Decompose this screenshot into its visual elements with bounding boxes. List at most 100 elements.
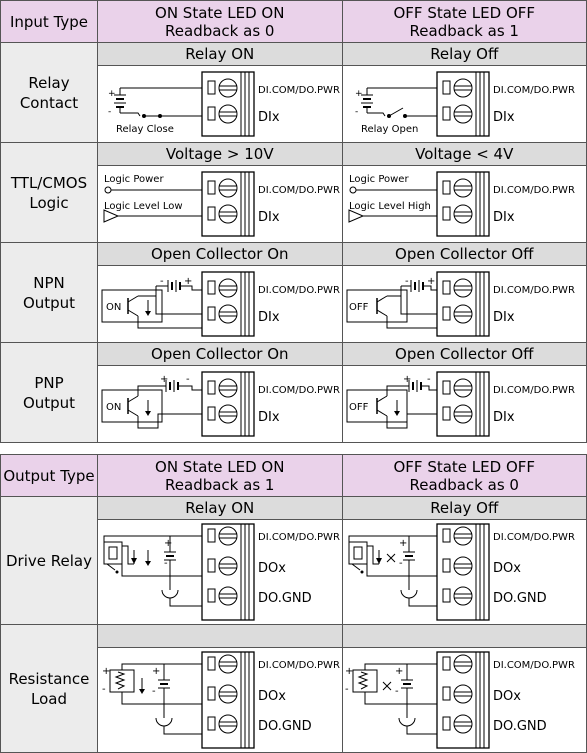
terminal-block-icon: [435, 271, 490, 337]
svg-text:+: +: [164, 538, 172, 549]
svg-text:DI.COM/DO.PWR: DI.COM/DO.PWR: [258, 660, 340, 671]
relay-open-caption: Relay Open: [361, 124, 418, 135]
svg-text:DIx: DIx: [493, 210, 515, 225]
svg-text:+: +: [108, 89, 116, 99]
cell-title: Voltage < 4V: [342, 143, 586, 166]
terminal-block-3-icon: [435, 523, 490, 621]
svg-text:DI.COM/DO.PWR: DI.COM/DO.PWR: [258, 185, 340, 196]
svg-text:+: +: [403, 374, 411, 385]
wire-crossover-icon: [161, 589, 179, 599]
ttl-low-diagram: Logic Power Logic Level Low DI.COM/DO.PW…: [103, 171, 340, 237]
logic-power-label: Logic Power: [104, 174, 164, 185]
battery-icon: [360, 94, 373, 108]
cell-title: Open Collector On: [98, 243, 342, 266]
svg-text:DOx: DOx: [493, 689, 521, 704]
cell-title: Relay Off: [342, 43, 586, 66]
svg-text:-: -: [186, 374, 190, 385]
svg-text:+: +: [184, 276, 192, 287]
svg-text:-: -: [427, 374, 431, 385]
cell-title: [342, 625, 586, 648]
switch-closed-icon: [142, 114, 162, 118]
pnp-off-diagram: OFF + - DI.COM/DO.PWR DIx: [346, 371, 575, 437]
svg-text:DO.GND: DO.GND: [493, 719, 547, 734]
no-current-x-icon: [382, 681, 391, 691]
output-type-header: Output Type: [0, 454, 98, 497]
svg-text:DI.COM/DO.PWR: DI.COM/DO.PWR: [493, 285, 575, 296]
svg-text:-: -: [399, 558, 403, 569]
pnp-state-label: ON: [106, 402, 121, 413]
svg-text:DI.COM/DO.PWR: DI.COM/DO.PWR: [493, 85, 575, 96]
npn-on-cell: Open Collector On ON - + DI.COM/DO.PWR DIx: [97, 242, 343, 343]
svg-text:+: +: [152, 666, 160, 677]
resistor-icon: [114, 671, 126, 690]
logic-level-label: Logic Level High: [349, 201, 431, 212]
svg-text:+: +: [102, 666, 110, 677]
svg-text:DIx: DIx: [258, 110, 280, 125]
logic-gate-icon: [103, 209, 120, 223]
svg-text:DIx: DIx: [493, 410, 515, 425]
npn-state-label: ON: [106, 302, 121, 313]
relay-close-caption: Relay Close: [116, 124, 174, 135]
terminal-block-icon: [435, 171, 490, 237]
resistor-icon: [357, 671, 368, 690]
svg-text:DIx: DIx: [258, 310, 280, 325]
battery-icon: [410, 280, 424, 292]
svg-text:-: -: [355, 107, 358, 117]
relay-coil-icon: [103, 541, 123, 574]
svg-text:+: +: [399, 538, 407, 549]
svg-text:DO.GND: DO.GND: [258, 719, 312, 734]
svg-text:DIx: DIx: [493, 110, 515, 125]
diode-icon: [131, 550, 137, 564]
svg-text:DI.COM/DO.PWR: DI.COM/DO.PWR: [258, 532, 340, 543]
terminal-block-icon: [201, 371, 255, 437]
battery-icon: [402, 551, 415, 561]
terminal-block-3-icon: [201, 651, 255, 749]
cell-title: Relay ON: [98, 43, 342, 66]
optocoupler-box: [101, 289, 163, 323]
svg-text:DIx: DIx: [493, 310, 515, 325]
ttl-off-cell: Voltage < 4V Logic Power Logic Level Hig…: [341, 142, 587, 243]
cell-title: Voltage > 10V: [98, 143, 342, 166]
battery-icon: [158, 679, 170, 689]
svg-text:DOx: DOx: [258, 689, 286, 704]
svg-text:-: -: [160, 276, 164, 287]
svg-text:-: -: [395, 686, 399, 697]
svg-text:DI.COM/DO.PWR: DI.COM/DO.PWR: [493, 532, 575, 543]
logic-power-label: Logic Power: [349, 174, 409, 185]
diode-icon: [375, 550, 382, 564]
npn-on-diagram: ON - + DI.COM/DO.PWR DIx: [101, 271, 340, 337]
ttl-on-cell: Voltage > 10V Logic Power Logic Level Lo…: [97, 142, 343, 243]
svg-text:DI.COM/DO.PWR: DI.COM/DO.PWR: [493, 385, 575, 396]
cell-title: Open Collector Off: [342, 243, 586, 266]
svg-text:DIx: DIx: [258, 410, 280, 425]
terminal-block-icon: [201, 171, 255, 237]
pnp-state-label: OFF: [349, 402, 369, 413]
cell-title: Open Collector On: [98, 343, 342, 366]
row-label-drive-relay: Drive Relay: [0, 496, 98, 625]
svg-text:DO.GND: DO.GND: [493, 591, 547, 606]
cell-title: Relay Off: [342, 497, 586, 520]
svg-text:DOx: DOx: [493, 561, 521, 576]
svg-text:DO.GND: DO.GND: [258, 591, 312, 606]
svg-text:DI.COM/DO.PWR: DI.COM/DO.PWR: [258, 285, 340, 296]
ttl-high-diagram: Logic Power Logic Level High DI.COM/DO.P…: [348, 171, 574, 237]
terminal-block-icon: [201, 71, 255, 137]
